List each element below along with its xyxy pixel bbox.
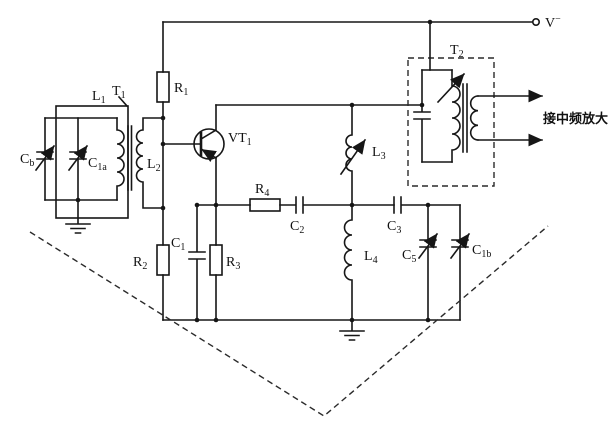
junction-dots xyxy=(75,19,433,323)
resistor-r1 xyxy=(156,71,170,103)
if-output-label: 接中频放大 xyxy=(543,111,608,126)
capacitor-c5 xyxy=(419,204,437,321)
r4-label: R4 xyxy=(255,182,269,199)
t2-core xyxy=(462,83,468,153)
t2-tank-capacitor xyxy=(413,69,431,163)
vt1-label: VT1 xyxy=(228,131,252,148)
supply-terminal xyxy=(531,17,540,26)
r3-label: R3 xyxy=(226,255,240,272)
l1-label: L1 xyxy=(92,89,106,106)
t2-dashed-box xyxy=(407,57,495,187)
l3-adjust-arrow-icon xyxy=(339,138,367,176)
resistor-r3 xyxy=(209,244,223,276)
coil-l3 xyxy=(345,104,353,206)
capacitor-c1b xyxy=(451,204,469,321)
c3-label: C3 xyxy=(387,219,401,236)
t1-leader-line xyxy=(117,95,129,108)
bottom-ground-icon xyxy=(339,319,365,341)
l2-label: L2 xyxy=(147,157,161,174)
c5-label: C5 xyxy=(402,248,416,265)
c1b-adjust-arrow-icon xyxy=(449,232,471,260)
t1-core xyxy=(127,125,133,191)
t2-adjust-arrow-icon xyxy=(436,72,466,104)
feedback-network xyxy=(188,196,461,321)
c1b-label: C1b xyxy=(472,243,491,260)
r1-label: R1 xyxy=(174,81,188,98)
capacitor-c2 xyxy=(279,196,395,214)
c1-label: C1 xyxy=(171,236,185,253)
c1a-label: C1a xyxy=(88,156,107,173)
transistor-vt1 xyxy=(162,104,225,206)
resistor-r4 xyxy=(249,198,281,212)
cb-adjust-arrow-icon xyxy=(34,144,56,172)
t2-secondary-coil xyxy=(469,95,479,141)
c2-label: C2 xyxy=(290,219,304,236)
l4-label: L4 xyxy=(364,249,378,266)
coil-l2 xyxy=(135,117,164,209)
t2-label: T2 xyxy=(450,43,464,60)
oscillator-section xyxy=(339,104,471,341)
coil-l1 xyxy=(116,117,125,201)
supply-label: V− xyxy=(545,14,561,31)
collector-lead xyxy=(199,104,217,141)
coil-l4 xyxy=(343,204,353,321)
l3-label: L3 xyxy=(372,145,386,162)
gang-tuning-link xyxy=(29,225,549,417)
capacitor-c1 xyxy=(188,204,206,321)
cb-label: Cb xyxy=(20,152,34,169)
component-labels: V− R1 L1 T1 Cb C1a L2 VT1 R4 C2 C3 L3 T2… xyxy=(20,14,608,272)
c1a-adjust-arrow-icon xyxy=(67,144,89,172)
input-ground-icon xyxy=(65,199,91,234)
if-transformer-t2 xyxy=(407,21,543,187)
t1-label: T1 xyxy=(112,84,126,101)
c5-adjust-arrow-icon xyxy=(417,232,439,260)
resistor-r2 xyxy=(156,244,170,276)
power-rails xyxy=(156,17,540,321)
emitter-lead-pnp-arrow-icon xyxy=(200,148,218,163)
input-tuned-circuit xyxy=(34,95,164,234)
capacitor-c3 xyxy=(393,196,461,214)
t2-primary-coil xyxy=(451,69,461,163)
r2-label: R2 xyxy=(133,255,147,272)
